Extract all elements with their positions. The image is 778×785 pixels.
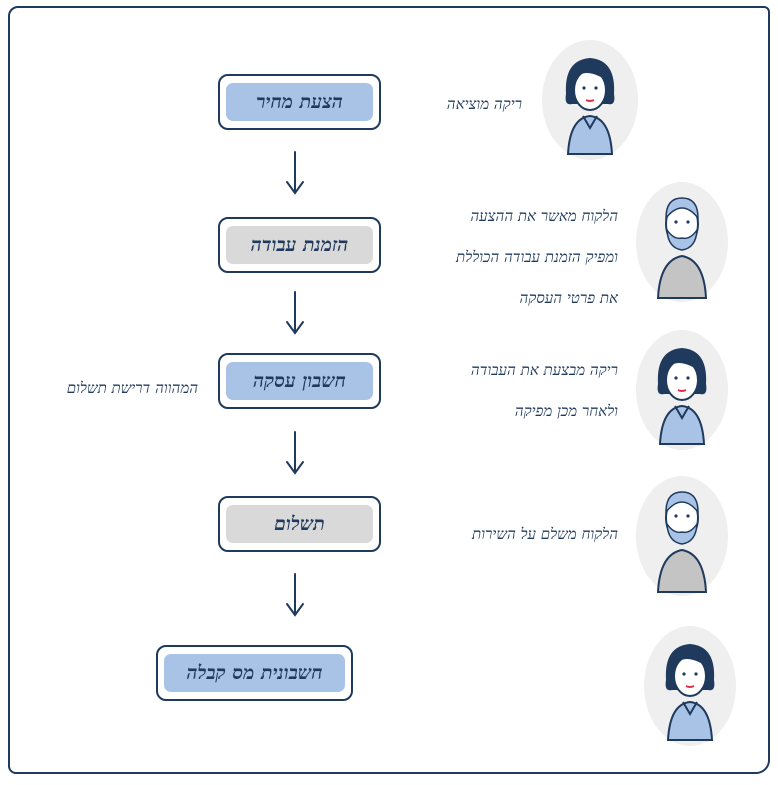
note-line: הלקוח משלם על השירות	[472, 525, 618, 543]
arrow-down-icon	[286, 573, 304, 617]
diagram-frame	[8, 6, 770, 774]
step-fill	[164, 654, 345, 692]
step-fill	[226, 83, 373, 121]
note-deal: ריקה מבצעת את העבודה ולאחר מכן מפיקה	[471, 350, 618, 432]
step-work-order: הזמנת עבודה	[218, 217, 381, 273]
note-line: את פרטי העסקה	[519, 289, 618, 307]
step-label: תשלום	[274, 512, 325, 535]
step-label: חשבון עסקה	[253, 369, 346, 392]
note-line: המהווה דרישת תשלום	[66, 379, 198, 397]
woman-icon	[542, 40, 638, 160]
step-fill	[226, 226, 373, 264]
note-line: הלקוח מאשר את ההצעה	[470, 207, 618, 225]
arrow-down-icon	[286, 431, 304, 475]
step-deal-invoice: חשבון עסקה	[218, 353, 381, 409]
step-label: הצעת מחיר	[256, 90, 343, 113]
note-line: ריקה מוציאה	[446, 95, 522, 113]
note-quote: ריקה מוציאה	[447, 84, 522, 125]
man-icon	[636, 182, 728, 302]
note-line: ריקה מבצעת את העבודה	[470, 361, 618, 379]
arrow-down-icon	[286, 151, 304, 195]
arrow-down-icon	[286, 291, 304, 335]
note-line: ומפיק הזמנת עבודה הכוללת	[456, 248, 618, 266]
step-tax-invoice-receipt: חשבונית מס קבלה	[156, 645, 353, 701]
man-icon	[636, 476, 728, 596]
step-label: הזמנת עבודה	[250, 233, 349, 256]
woman-icon	[644, 626, 736, 746]
step-payment: תשלום	[218, 496, 381, 552]
woman-icon	[636, 330, 728, 450]
step-label: חשבונית מס קבלה	[186, 661, 323, 684]
note-line: ולאחר מכן מפיקה	[514, 402, 618, 420]
step-fill	[226, 505, 373, 543]
note-work-order: הלקוח מאשר את ההצעה ומפיק הזמנת עבודה הכ…	[456, 196, 618, 319]
note-payment: הלקוח משלם על השירות	[472, 514, 618, 555]
side-note-payment-demand: המהווה דרישת תשלום	[67, 368, 198, 409]
step-price-quote: הצעת מחיר	[218, 74, 381, 130]
step-fill	[226, 362, 373, 400]
